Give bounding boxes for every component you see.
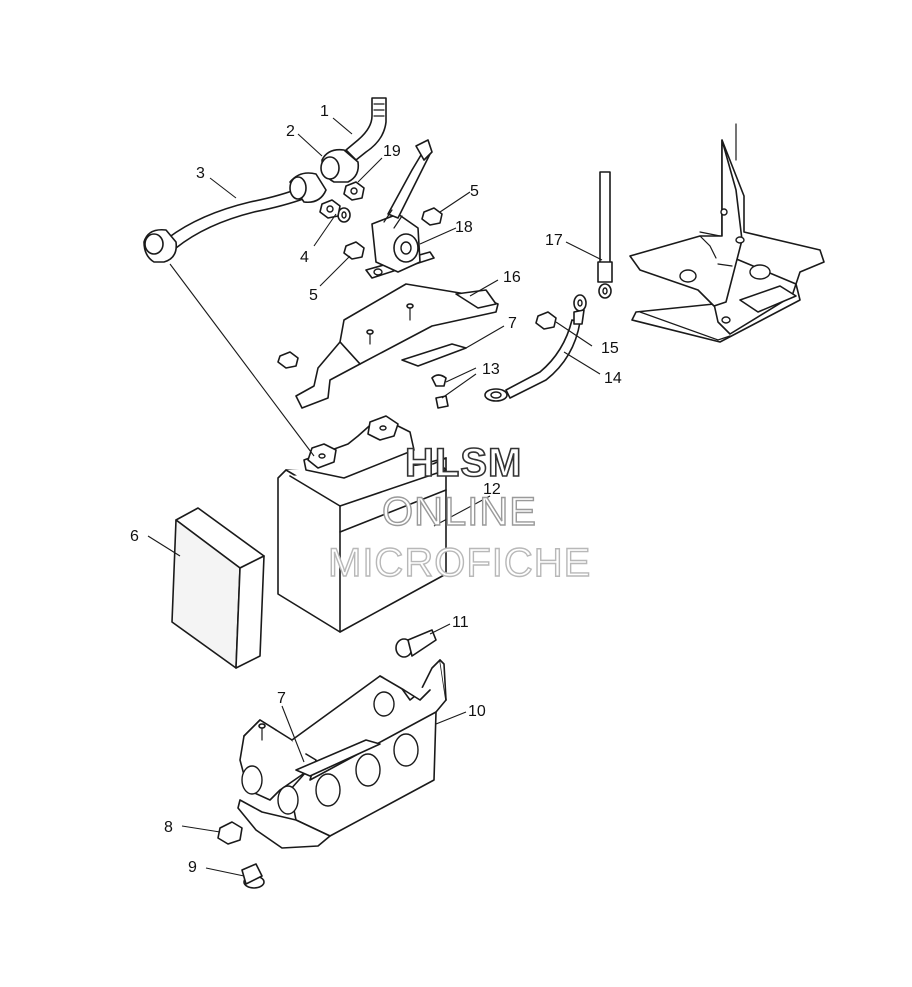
callout-16: 16 <box>503 269 521 286</box>
callout-17: 17 <box>545 232 563 249</box>
callout-13: 13 <box>482 361 500 378</box>
callout-labels: 1 2 3 19 5 4 18 5 16 7 13 17 15 14 12 6 … <box>130 103 622 876</box>
watermark-line-3: MICROFICHE <box>328 541 591 585</box>
washer-part[interactable] <box>337 207 351 223</box>
callout-10: 10 <box>468 703 486 720</box>
nut-part-5-right[interactable] <box>421 207 443 226</box>
callout-19: 19 <box>383 143 401 160</box>
watermark-line-2: ONLINE <box>382 490 537 534</box>
callout-11: 11 <box>452 614 469 631</box>
callout-15: 15 <box>601 340 619 357</box>
solenoid-part-18[interactable] <box>365 139 435 279</box>
callout-7-upper: 7 <box>508 315 517 332</box>
nut-part-small[interactable] <box>277 351 299 369</box>
leader-3-battery <box>169 263 315 457</box>
cable-part-14[interactable] <box>484 294 587 402</box>
nut-part-19[interactable] <box>343 181 365 201</box>
screw-part-9[interactable] <box>241 863 265 889</box>
callout-7-lower: 7 <box>277 690 286 707</box>
nut-part-4[interactable] <box>319 199 341 219</box>
callout-14: 14 <box>604 370 622 387</box>
cable-part-3[interactable] <box>143 172 327 263</box>
battery-part-12[interactable] <box>277 415 447 633</box>
callout-12: 12 <box>483 481 501 498</box>
callout-3: 3 <box>196 165 205 182</box>
callout-6: 6 <box>130 528 139 545</box>
watermark-line-1: HLSM <box>405 441 522 485</box>
terminal-boot-part-2[interactable] <box>320 148 360 183</box>
frame-section <box>629 123 825 343</box>
cable-part-1[interactable] <box>345 97 387 161</box>
nut-part-5-left[interactable] <box>343 241 365 260</box>
callout-5-right: 5 <box>470 183 479 200</box>
callout-9: 9 <box>188 859 197 876</box>
pad-part-6[interactable] <box>171 507 265 669</box>
leader-lines <box>147 117 603 877</box>
callout-18: 18 <box>455 219 473 236</box>
callout-8: 8 <box>164 819 173 836</box>
bolt-part-11[interactable] <box>395 629 437 658</box>
pad-part-7-lower[interactable] <box>295 739 381 777</box>
nut-part-8[interactable] <box>217 821 243 845</box>
watermark: HLSM ONLINE MICROFICHE <box>327 440 591 586</box>
pad-part-7-upper[interactable] <box>401 343 467 367</box>
callout-2: 2 <box>286 123 295 140</box>
clip-part-13[interactable] <box>431 374 449 409</box>
bracket-part-16[interactable] <box>295 283 499 409</box>
nut-part-15[interactable] <box>535 311 557 330</box>
callout-4: 4 <box>300 249 309 266</box>
callout-5-left: 5 <box>309 287 318 304</box>
callout-1: 1 <box>320 103 329 120</box>
cable-part-17[interactable] <box>597 171 613 299</box>
